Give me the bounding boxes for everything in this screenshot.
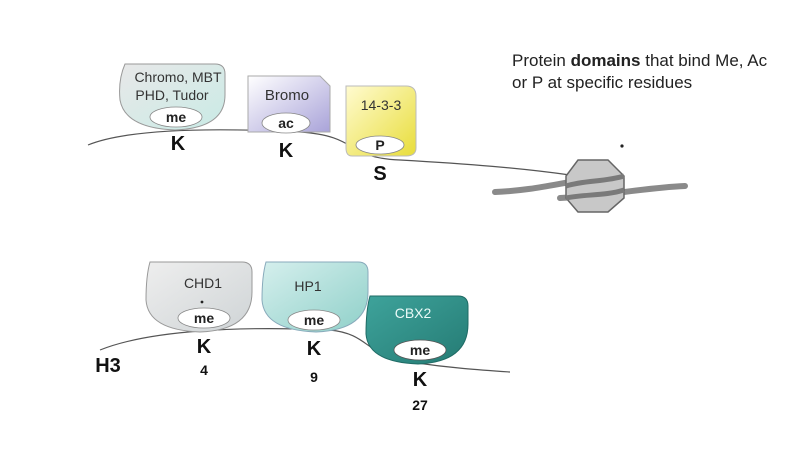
reader-cbx2-pocket: me xyxy=(410,342,430,358)
reader-chromo-pocket: me xyxy=(166,109,186,125)
reader-14-3-3-pocket: P xyxy=(375,137,384,153)
residue-k-9: K xyxy=(307,338,322,360)
residue-position-9: 9 xyxy=(310,369,318,385)
description-note: Protein domains that bind Me, Ac or P at… xyxy=(512,50,772,94)
reader-14-3-3-label: 14-3-3 xyxy=(361,97,402,113)
reader-chd1: CHD1 me K 4 xyxy=(145,261,253,378)
histone-label-h3: H3 xyxy=(95,355,121,377)
residue-k-4: K xyxy=(197,336,212,358)
residue-k-27: K xyxy=(413,369,428,391)
histone-tail-bottom xyxy=(99,328,511,373)
note-prefix: Protein xyxy=(512,51,571,70)
nucleosome-icon xyxy=(492,159,688,213)
reader-hp1: HP1 me K 9 xyxy=(261,261,369,385)
residue-position-4: 4 xyxy=(200,362,208,378)
reader-chromo-label-1: Chromo, MBT xyxy=(134,69,222,85)
reader-hp1-label: HP1 xyxy=(294,278,321,294)
residue-k-bromo: K xyxy=(279,140,294,162)
reader-hp1-pocket: me xyxy=(304,312,324,328)
reader-chd1-pocket: me xyxy=(194,310,214,326)
reader-bromo-pocket: ac xyxy=(278,115,294,131)
reader-bromo-label: Bromo xyxy=(265,87,309,104)
reader-cbx2: CBX2 me K 27 xyxy=(365,295,469,413)
residue-position-27: 27 xyxy=(412,397,428,413)
reader-chd1-label: CHD1 xyxy=(184,275,222,291)
dot-marker xyxy=(620,144,624,148)
histone-tail-top xyxy=(87,129,571,176)
reader-bromo: Bromo ac K xyxy=(247,75,331,162)
reader-chromo: Chromo, MBT PHD, Tudor me K xyxy=(119,63,226,155)
residue-k-chromo: K xyxy=(171,133,186,155)
note-suffix: that bind Me, Ac or P at specific residu… xyxy=(512,51,768,92)
note-bold: domains xyxy=(570,51,641,70)
dot-marker xyxy=(200,300,204,304)
reader-chromo-label-2: PHD, Tudor xyxy=(135,87,208,103)
reader-cbx2-label: CBX2 xyxy=(395,305,432,321)
residue-s-14-3-3: S xyxy=(373,163,386,185)
reader-14-3-3: 14-3-3 P S xyxy=(345,85,417,185)
